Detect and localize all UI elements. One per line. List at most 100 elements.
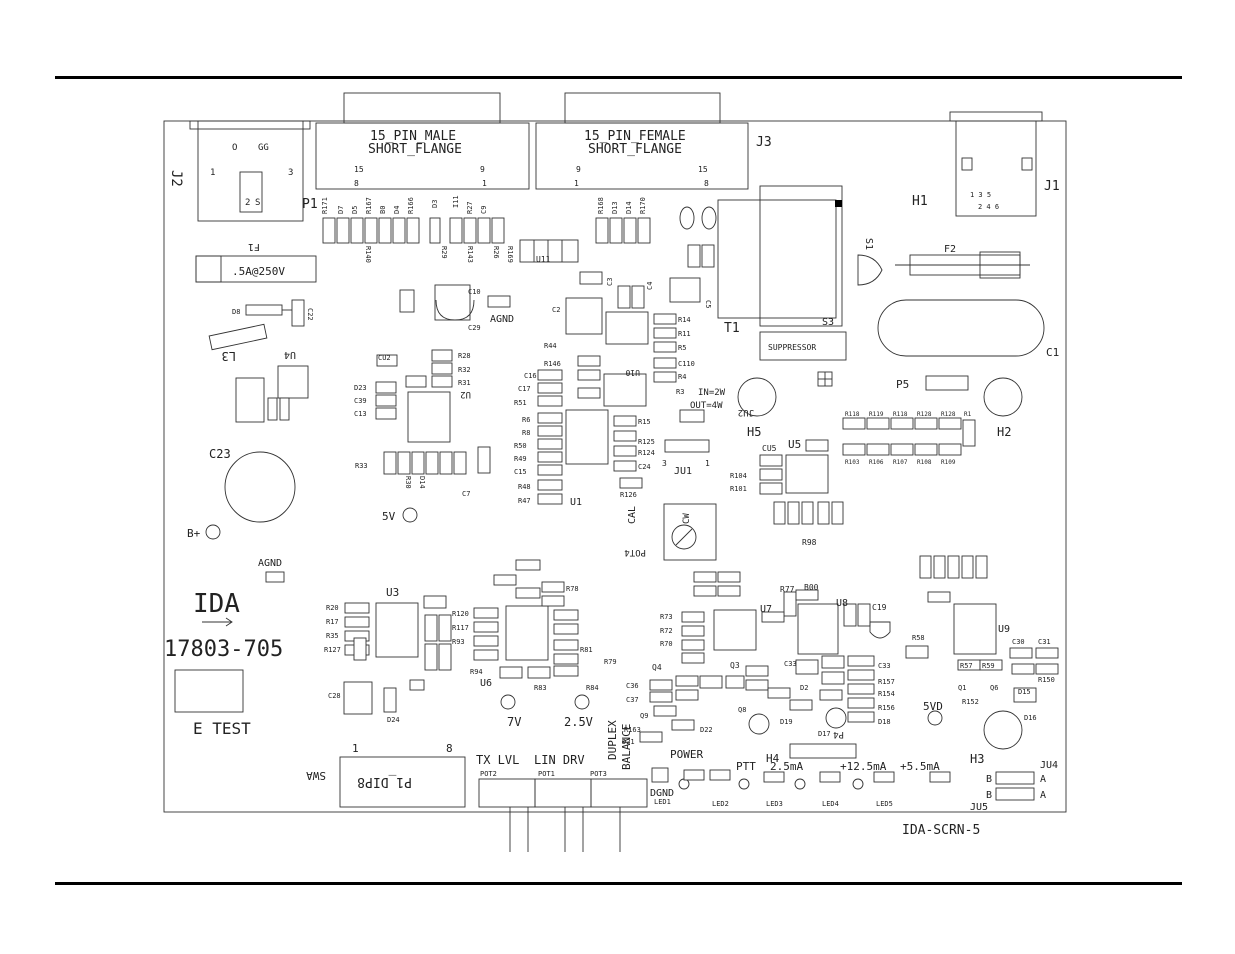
svg-text:1: 1	[574, 179, 579, 188]
label-pot3: POT3	[590, 770, 607, 778]
svg-text:D4: D4	[393, 206, 401, 214]
svg-text:R127: R127	[324, 646, 341, 654]
svg-text:R49: R49	[514, 455, 527, 463]
label-p5: P5	[896, 378, 909, 391]
label-u1: U1	[570, 497, 582, 508]
svg-text:C4: C4	[646, 282, 654, 290]
label-h2: H2	[997, 425, 1011, 439]
component-u11: U11	[519, 239, 579, 264]
svg-text:R128: R128	[941, 411, 956, 418]
label-c22: C22	[306, 308, 314, 321]
svg-text:D2: D2	[800, 684, 808, 692]
svg-text:R29: R29	[440, 246, 448, 259]
label-part-no: 17803-705	[164, 637, 283, 662]
svg-text:C7: C7	[462, 490, 470, 498]
svg-text:R27: R27	[466, 201, 474, 214]
label-led2: LED2	[712, 800, 729, 808]
svg-text:R20: R20	[326, 604, 339, 612]
svg-text:CU2: CU2	[378, 354, 391, 362]
svg-text:R57: R57	[960, 662, 973, 670]
svg-text:D3: D3	[431, 200, 439, 208]
label-dgnd: DGND	[650, 788, 674, 799]
label-conn-female-2: SHORT_FLANGE	[588, 142, 682, 157]
label-pot1: POT1	[538, 770, 555, 778]
jumpers-ju4-ju5: JU4 JU5 BB AA	[970, 760, 1058, 813]
svg-text:R26: R26	[492, 246, 500, 259]
svg-text:C110: C110	[678, 360, 695, 368]
resistor-row-top: R171 D7 D5 R167 B0 D4 R166 D3 I11 R27 C9…	[321, 195, 651, 263]
svg-text:R166: R166	[407, 197, 415, 214]
label-c1: C1	[1046, 346, 1059, 359]
label-2-5v: 2.5V	[564, 715, 593, 729]
dip-switch-swa: 1 8 P1_DIP8 SWA	[306, 742, 466, 808]
svg-text:R108: R108	[917, 459, 932, 466]
svg-text:R31: R31	[458, 379, 471, 387]
inductor-l3: D8 C22 L3 U4	[208, 299, 314, 363]
svg-text:Q9: Q9	[640, 712, 648, 720]
label-f2: F2	[944, 244, 956, 255]
label-dip: P1_DIP8	[357, 774, 412, 789]
svg-text:R170: R170	[639, 197, 647, 214]
svg-text:R163: R163	[624, 726, 641, 734]
label-cal: CAL	[627, 506, 638, 524]
capacitor-c23: C23 B+ 5V	[187, 447, 418, 540]
svg-text:C39: C39	[354, 397, 367, 405]
svg-text:1: 1	[210, 168, 215, 178]
label-ida: IDA	[193, 589, 240, 619]
label-u9: U9	[998, 624, 1010, 635]
svg-text:C10: C10	[468, 288, 481, 296]
svg-text:C5: C5	[704, 300, 712, 308]
svg-text:D18: D18	[878, 718, 891, 726]
label-u2: U2	[460, 389, 471, 399]
label-swa: SWA	[306, 769, 326, 782]
board-outline	[163, 120, 1067, 813]
svg-text:R30: R30	[404, 476, 412, 489]
label-board-id: IDA-SCRN-5	[902, 823, 980, 838]
label-jp-out: OUT=4W	[690, 401, 723, 411]
svg-text:R126: R126	[620, 491, 637, 499]
svg-text:S: S	[255, 198, 260, 208]
svg-text:D15: D15	[1018, 688, 1031, 696]
svg-text:D14: D14	[625, 201, 633, 214]
svg-text:R59: R59	[982, 662, 995, 670]
svg-text:A: A	[1040, 774, 1046, 785]
svg-text:B: B	[986, 790, 992, 801]
label-jp-in: IN=2W	[698, 388, 726, 398]
mounting-holes: H5 H2 P5	[737, 371, 1023, 439]
label-lin-drv: LIN DRV	[534, 753, 585, 767]
test-points-right: 5VD H3	[923, 700, 1023, 766]
svg-text:R5: R5	[678, 344, 686, 352]
label-ma55: +5.5mA	[900, 760, 940, 773]
label-conn-female-1: 15_PIN_FEMALE	[584, 129, 686, 144]
svg-text:C29: C29	[468, 324, 481, 332]
svg-text:R152: R152	[962, 698, 979, 706]
svg-text:3: 3	[288, 168, 293, 178]
svg-text:R33: R33	[355, 462, 368, 470]
svg-text:R73: R73	[660, 613, 673, 621]
label-suppressor: SUPPRESSOR	[768, 343, 816, 352]
label-u10: U10	[625, 368, 640, 377]
led-row: P4 2.5mA +12.5mA +5.5mA PTT H4 POWER DGN…	[650, 729, 951, 808]
label-ju1: JU1	[674, 466, 692, 477]
label-f1-rating: .5A@250V	[232, 265, 285, 278]
label-p1: P1	[302, 197, 318, 212]
label-agnd-top: AGND	[490, 314, 514, 325]
svg-text:R117: R117	[452, 624, 469, 632]
svg-text:D22: D22	[700, 726, 713, 734]
svg-text:R140: R140	[364, 246, 372, 263]
svg-text:C24: C24	[638, 463, 651, 471]
svg-text:O: O	[232, 143, 237, 153]
svg-text:R78: R78	[566, 585, 579, 593]
label-s3: S3	[822, 317, 834, 328]
fuse-f2: S1 F2 C1	[857, 238, 1059, 359]
svg-text:R50: R50	[514, 442, 527, 450]
svg-text:C17: C17	[518, 385, 531, 393]
svg-text:R125: R125	[638, 438, 655, 446]
svg-text:R118: R118	[845, 411, 860, 418]
